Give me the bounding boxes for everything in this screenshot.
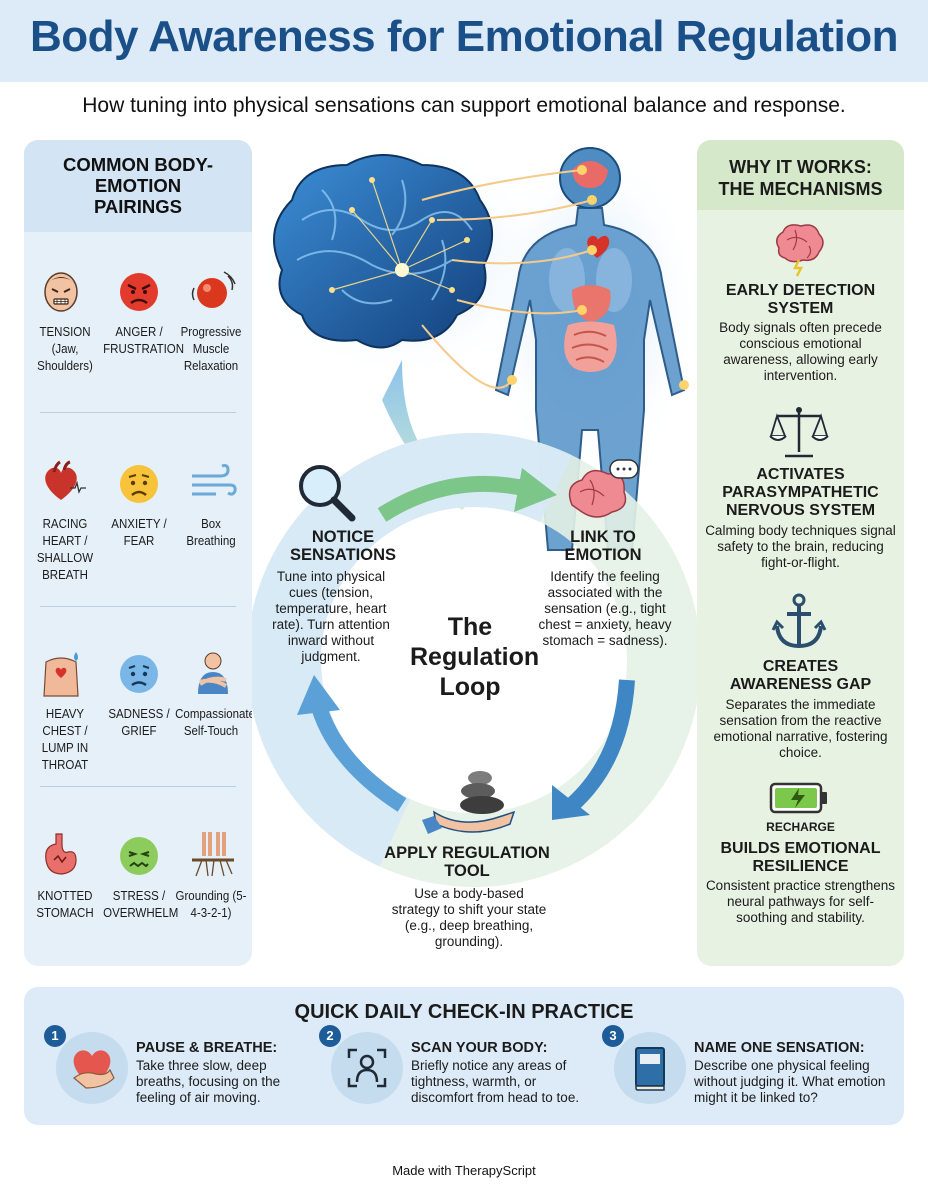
recharge-label: RECHARGE <box>766 820 835 834</box>
checkin-step-text: Take three slow, deep breaths, focusing … <box>136 1058 281 1105</box>
mechanisms-header <box>697 140 904 210</box>
emotion-label: SADNESS / GRIEF <box>108 707 170 738</box>
mechanism-title: ACTIVATES PARASYMPATHETIC NERVOUS SYSTEM <box>701 466 900 520</box>
mechanism-title-text: BUILDS EMOTIONAL RESILIENCE <box>720 840 881 875</box>
pairings-title-text: COMMON BODY-EMOTION PAIRINGS <box>62 154 214 217</box>
stomach-icon <box>45 833 77 875</box>
anchor-icon <box>771 593 827 649</box>
mechanism-title: CREATES AWARENESS GAP <box>701 658 900 694</box>
link-step-title: LINK TO EMOTION <box>564 528 642 564</box>
heart-hand-icon <box>73 1050 115 1089</box>
loop-arrow-blue-right <box>566 679 635 811</box>
checkin-step-text: Briefly notice any areas of tightness, w… <box>411 1058 580 1105</box>
page-title: Body Awareness for Emotional Regulation <box>30 12 898 61</box>
sensation-label: HEAVY CHEST / LUMP IN THROAT <box>41 707 89 772</box>
angry-face-icon <box>120 273 158 311</box>
emotion-label: ANGER / FRUSTRATION <box>103 325 185 356</box>
mechanism-text: Consistent practice strengthens neural p… <box>705 878 896 925</box>
anxious-face-icon <box>120 465 158 503</box>
apply-step-title: APPLY REGULATION TOOL <box>384 844 550 880</box>
emotion-label: STRESS / OVERWHELM <box>103 889 179 920</box>
relaxation-ball-icon <box>191 271 236 308</box>
mechanism-text: Calming body techniques signal safety to… <box>705 523 896 570</box>
mechanism-title-text: CREATES AWARENESS GAP <box>729 658 872 693</box>
stressed-face-icon <box>120 837 158 875</box>
mechanism-text: Separates the immediate sensation from t… <box>713 697 888 760</box>
page-subtitle: How tuning into physical sensations can … <box>82 94 846 117</box>
mechanism-title-text: EARLY DETECTION SYSTEM <box>725 282 876 317</box>
grounding-feet-icon <box>192 832 234 877</box>
self-hug-icon <box>198 652 228 694</box>
wind-breath-icon <box>192 464 237 496</box>
checkin-icon-circle <box>614 1032 686 1104</box>
mechanism-title: BUILDS EMOTIONAL RESILIENCE <box>701 840 900 876</box>
heart-icon <box>45 460 86 500</box>
divider <box>40 606 236 607</box>
tool-label: Progressive Muscle Relaxation <box>180 325 242 373</box>
divider <box>40 412 236 413</box>
pairing-row: RACING HEART / SHALLOW BREATH ANXIETY / … <box>24 458 252 608</box>
checkin-panel: QUICK DAILY CHECK-IN PRACTICE 1 PAUSE & … <box>24 987 904 1125</box>
pairings-header <box>24 140 252 232</box>
notice-step-text: Tune into physical cues (tension, temper… <box>272 569 390 664</box>
loop-center-label: The Regulation Loop <box>410 613 540 701</box>
balance-scale-icon <box>769 407 829 458</box>
mechanism-title: EARLY DETECTION SYSTEM <box>701 282 900 318</box>
footer-credit: Made with TherapyScript <box>392 1163 536 1178</box>
pairings-panel: COMMON BODY-EMOTION PAIRINGS TENSION (Ja… <box>24 140 252 966</box>
journal-book-icon <box>635 1047 665 1091</box>
checkin-step-title: SCAN YOUR BODY: <box>411 1040 548 1056</box>
regulation-loop-illustration <box>252 140 697 887</box>
loop-arrow-green <box>377 475 534 522</box>
emotion-label: ANXIETY / FEAR <box>111 517 167 548</box>
body-scan-icon <box>347 1048 387 1088</box>
checkin-step-number: 2 <box>319 1025 341 1047</box>
battery-icon <box>769 782 827 814</box>
mechanism-title-text: ACTIVATES PARASYMPATHETIC NERVOUS SYSTEM <box>722 466 879 519</box>
loop-arrow-blue-left <box>309 697 407 812</box>
brain-speech-icon <box>568 459 639 518</box>
sensation-label: TENSION (Jaw, Shoulders) <box>37 325 93 373</box>
link-step-text: Identify the feeling associated with the… <box>538 569 672 648</box>
stones-hand-icon <box>422 771 516 834</box>
sad-face-icon <box>120 655 158 693</box>
tool-label: Compassionate Self-Touch <box>175 707 252 738</box>
checkin-step-title: PAUSE & BREATHE: <box>136 1040 278 1056</box>
divider <box>40 786 236 787</box>
checkin-icon-circle <box>56 1032 128 1104</box>
pairing-row: TENSION (Jaw, Shoulders) ANGER / FRUSTRA… <box>24 266 252 416</box>
tool-label: Grounding (5-4-3-2-1) <box>175 889 247 920</box>
chest-torso-icon <box>43 652 79 697</box>
checkin-step-title: NAME ONE SENSATION: <box>694 1040 865 1056</box>
magnifier-icon <box>299 465 356 522</box>
apply-step-text: Use a body-based strategy to shift your … <box>391 886 547 949</box>
sensation-label: RACING HEART / SHALLOW BREATH <box>36 517 94 582</box>
pairing-row: KNOTTED STOMACH STRESS / OVERWHELM Groun… <box>24 830 252 966</box>
notice-step-title: NOTICE SENSATIONS <box>289 528 397 564</box>
checkin-title: QUICK DAILY CHECK-IN PRACTICE <box>294 1001 634 1023</box>
tool-label: Box Breathing <box>186 517 236 548</box>
title-bar <box>0 0 928 82</box>
mechanisms-panel: WHY IT WORKS: THE MECHANISMS EARLY DETEC… <box>697 140 904 966</box>
mechanisms-title-text: WHY IT WORKS: THE MECHANISMS <box>718 157 883 199</box>
pairing-row: HEAVY CHEST / LUMP IN THROAT SADNESS / G… <box>24 648 252 798</box>
checkin-icon-circle <box>331 1032 403 1104</box>
pairings-title: COMMON BODY-EMOTION PAIRINGS <box>24 154 252 217</box>
sensation-label: KNOTTED STOMACH <box>36 889 94 920</box>
brain-illustration <box>273 154 494 349</box>
tense-face-icon <box>44 272 78 312</box>
brain-icon <box>776 224 824 277</box>
mechanism-text: Body signals often precede conscious emo… <box>719 320 882 383</box>
checkin-step-number: 1 <box>44 1025 66 1047</box>
checkin-step-text: Describe one physical feeling without ju… <box>694 1058 886 1105</box>
checkin-step-number: 3 <box>602 1025 624 1047</box>
mechanisms-title: WHY IT WORKS: THE MECHANISMS <box>697 156 904 200</box>
